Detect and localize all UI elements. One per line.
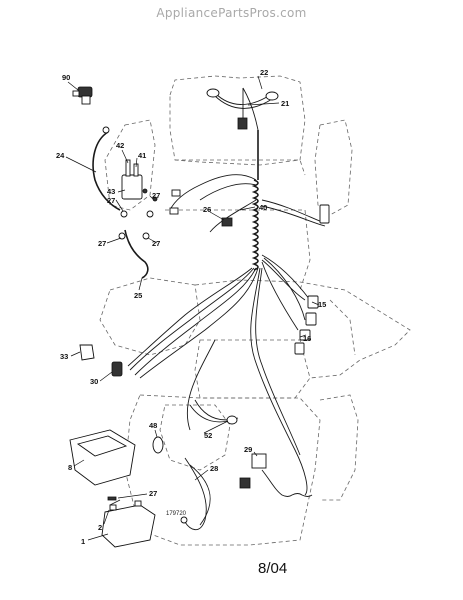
callout-27-lower-left: 27 <box>98 239 106 248</box>
callout-33: 33 <box>60 352 68 361</box>
callout-27-ignition: 27 <box>107 196 115 205</box>
callout-25: 25 <box>134 291 142 300</box>
callout-40: 40 <box>259 203 267 212</box>
part-52-bulb <box>226 415 238 425</box>
part-24-ring-terminal <box>102 126 110 134</box>
callout-27-lower-right: 27 <box>152 239 160 248</box>
site-watermark-header: AppliancePartsPros.com <box>156 6 307 20</box>
callout-8: 8 <box>68 463 72 472</box>
callout-52: 52 <box>204 431 212 440</box>
part-15-connector <box>305 295 319 326</box>
part-33-clip <box>79 344 95 361</box>
callout-90: 90 <box>62 73 70 82</box>
callout-29: 29 <box>244 445 252 454</box>
part-1-battery <box>101 500 156 548</box>
callout-16: 16 <box>303 334 311 343</box>
part-seat-switch-connector <box>319 204 330 224</box>
part-90-switch <box>72 86 93 105</box>
callout-15: 15 <box>318 300 326 309</box>
callout-42: 42 <box>116 141 124 150</box>
part-28-ring-terminal <box>180 516 188 524</box>
callout-43: 43 <box>107 187 115 196</box>
callout-27-battery: 27 <box>149 489 157 498</box>
part-30-connector <box>111 361 123 377</box>
part-16-connector <box>294 329 311 355</box>
part-48-light-bulb <box>152 436 164 454</box>
callout-24: 24 <box>56 151 65 160</box>
part-27-battery-bolt <box>107 496 117 501</box>
part-8-battery-tray <box>69 429 136 486</box>
callout-28: 28 <box>210 464 218 473</box>
callout-41: 41 <box>138 151 146 160</box>
callout-2: 2 <box>98 523 102 532</box>
part-22-connector <box>206 88 279 101</box>
part-26-connector <box>169 189 233 227</box>
callout-30: 30 <box>90 377 98 386</box>
callout-leaders <box>65 75 320 541</box>
chassis-outline <box>99 75 411 546</box>
callout-22: 22 <box>260 68 268 77</box>
part-29-relay <box>239 453 267 489</box>
part-ignition-switch-assembly <box>118 159 158 240</box>
callout-labels: 90 22 21 24 42 41 43 27 27 27 27 26 40 2… <box>56 68 326 546</box>
revision-date: 8/04 <box>258 560 288 577</box>
callout-21: 21 <box>281 99 289 108</box>
drawing-code: 179720 <box>166 511 187 517</box>
callout-1: 1 <box>81 537 85 546</box>
callout-48: 48 <box>149 421 157 430</box>
part-21-plug <box>237 117 248 130</box>
callout-26: 26 <box>203 205 211 214</box>
callout-27-right: 27 <box>152 191 160 200</box>
